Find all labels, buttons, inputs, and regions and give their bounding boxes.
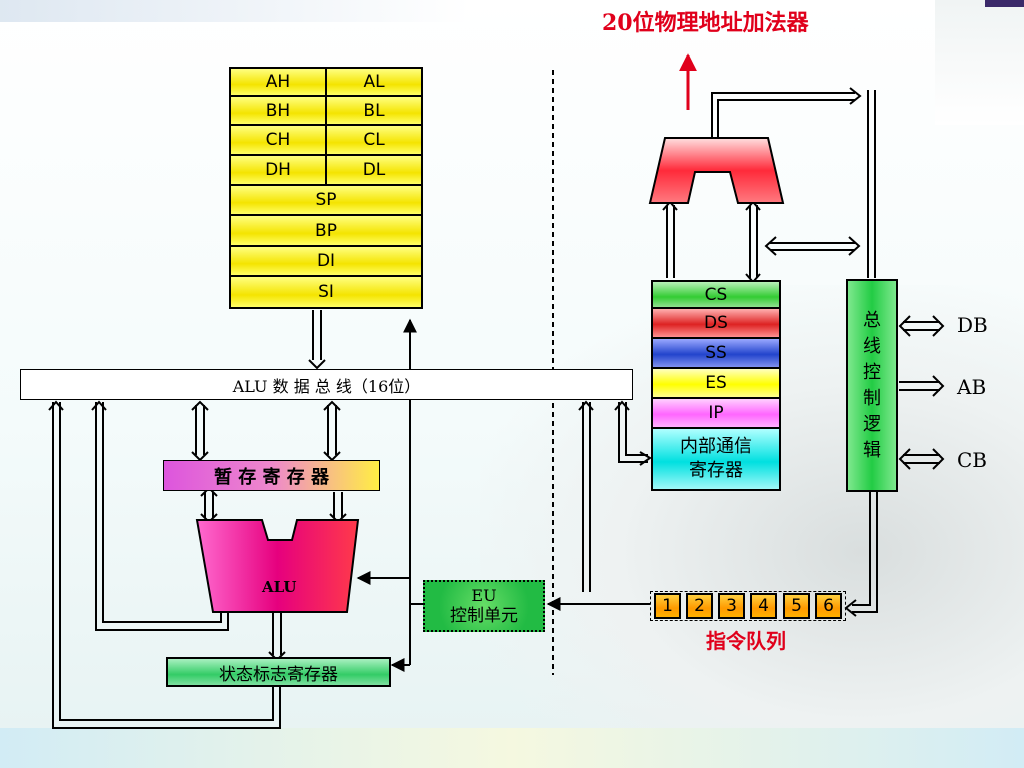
register-sp: SP <box>229 186 423 216</box>
register-ch: CH <box>265 130 291 150</box>
alu-label: ALU <box>262 578 297 596</box>
register-row-dx: DH DL <box>229 156 423 186</box>
register-si-label: SI <box>318 282 334 302</box>
instruction-queue <box>650 591 846 621</box>
queue-slot: 2 <box>686 593 713 619</box>
bus-control-char: 逻 <box>863 413 881 435</box>
register-bp: BP <box>229 216 423 247</box>
register-cl: CL <box>325 126 421 154</box>
alu-data-bus-label: ALU 数 据 总 线（16位） <box>232 376 421 396</box>
alu-shape <box>195 519 360 613</box>
bus-control-char: 制 <box>863 387 881 409</box>
register-ss: SS <box>651 339 781 369</box>
register-sp-label: SP <box>315 190 337 210</box>
bus-control-char: 线 <box>863 335 881 357</box>
eu-control-subtitle: 控制单元 <box>450 606 518 626</box>
bus-control-logic: 总 线 控 制 逻 辑 <box>846 279 898 492</box>
register-cs: CS <box>651 280 781 309</box>
register-ip: IP <box>651 399 781 429</box>
control-bus-label: CB <box>957 448 987 472</box>
alu-data-bus: ALU 数 据 总 线（16位） <box>20 369 633 400</box>
temp-register-label: 暂 存 寄 存 器 <box>213 466 330 488</box>
background-ribbon <box>0 0 470 22</box>
background-ribbon <box>935 0 1024 125</box>
bottom-strip <box>0 728 1024 768</box>
queue-slot: 3 <box>718 593 745 619</box>
eu-control-title: EU <box>471 586 497 605</box>
queue-slot: 4 <box>750 593 777 619</box>
data-bus-label: DB <box>957 313 988 337</box>
corner-mark <box>985 0 1024 7</box>
bus-control-char: 总 <box>863 309 881 331</box>
register-bl: BL <box>325 97 421 124</box>
register-row-ax: AH AL <box>229 67 423 97</box>
register-dh: DH <box>265 160 291 180</box>
internal-comm-label-2: 寄存器 <box>689 460 743 481</box>
adder-label: 20位物理地址加法器 <box>602 10 809 36</box>
queue-slot: 1 <box>654 593 681 619</box>
address-bus-label: AB <box>957 375 987 399</box>
register-di: DI <box>229 247 423 277</box>
flags-register: 状态标志寄存器 <box>166 657 391 687</box>
register-si: SI <box>229 277 423 309</box>
address-adder-shape <box>648 137 785 204</box>
register-row-bx: BH BL <box>229 97 423 126</box>
queue-label: 指令队列 <box>706 629 786 653</box>
register-dl: DL <box>325 156 421 184</box>
register-row-cx: CH CL <box>229 126 423 156</box>
queue-slot: 6 <box>815 593 842 619</box>
queue-slot: 5 <box>783 593 810 619</box>
register-bp-label: BP <box>315 220 337 241</box>
register-ah: AH <box>265 72 291 92</box>
register-ds: DS <box>651 309 781 339</box>
eu-control-unit: EU 控制单元 <box>423 580 545 632</box>
register-di-label: DI <box>316 251 336 271</box>
register-al: AL <box>325 69 421 95</box>
flags-register-label: 状态标志寄存器 <box>219 664 338 685</box>
bus-control-char: 辑 <box>863 439 881 461</box>
internal-comm-label-1: 内部通信 <box>680 436 752 457</box>
temp-register: 暂 存 寄 存 器 <box>163 460 380 491</box>
register-es: ES <box>651 369 781 399</box>
register-bh: BH <box>265 100 291 121</box>
bus-control-char: 控 <box>863 361 881 383</box>
internal-comm-register: 内部通信 寄存器 <box>651 429 781 491</box>
